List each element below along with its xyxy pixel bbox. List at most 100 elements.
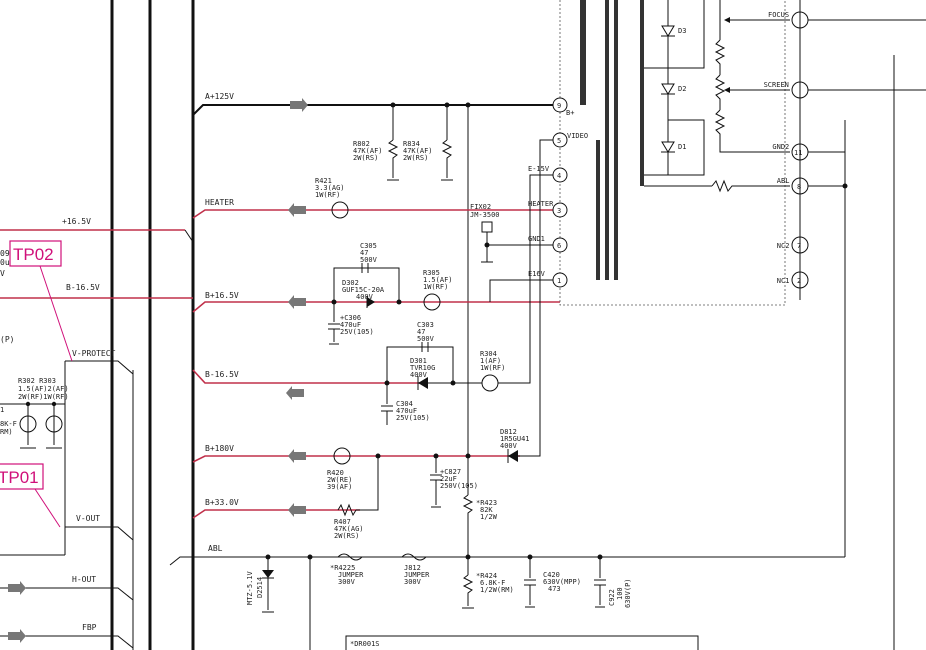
r420-value: 39(AF) bbox=[327, 483, 352, 491]
rail-b180 bbox=[192, 455, 520, 463]
r407-icon bbox=[337, 503, 357, 517]
c303-label: C303 bbox=[417, 321, 434, 329]
d301-volt: 400V bbox=[410, 371, 428, 379]
crt-pin-number: 5 bbox=[557, 137, 561, 145]
tp02-box bbox=[9, 240, 62, 267]
r834-watt: 2W(RS) bbox=[403, 154, 428, 162]
c306-label: +C306 bbox=[340, 314, 361, 322]
diode-icon bbox=[661, 25, 675, 37]
arrow-b16-icon bbox=[288, 295, 306, 309]
vout-label: V-OUT bbox=[76, 514, 100, 523]
c306-volt: 25V(105) bbox=[340, 328, 374, 336]
r802-value: 47K(AF) bbox=[353, 147, 383, 155]
crt-plate-2 bbox=[605, 0, 609, 280]
r304-label: R304 bbox=[480, 350, 497, 358]
j812-label: J812 bbox=[404, 564, 421, 572]
fragment-text-6: RM) bbox=[0, 428, 13, 436]
r305-value: 1.5(AF) bbox=[423, 276, 453, 284]
fuse-resistor-icon bbox=[45, 415, 63, 433]
rail-bm16-label: B-16.5V bbox=[205, 370, 239, 379]
c922-label: C922 bbox=[608, 589, 616, 606]
fragment-text-5: 8K-F bbox=[0, 420, 17, 428]
r304-value: 1(AF) bbox=[480, 357, 501, 365]
crt-plate-3 bbox=[614, 0, 618, 280]
r424-label: *R424 bbox=[476, 572, 497, 580]
hout-label: H-OUT bbox=[72, 575, 96, 584]
connector-pin-number: 11 bbox=[794, 149, 802, 157]
d302-volt: 400V bbox=[356, 293, 374, 301]
j812-volt: 300V bbox=[404, 578, 422, 586]
c827-label: +C827 bbox=[440, 468, 461, 476]
j812-jumper-icon bbox=[401, 553, 427, 561]
r305-icon bbox=[423, 293, 441, 311]
net-vprotect bbox=[65, 360, 134, 375]
arrow-hout-icon bbox=[8, 581, 26, 595]
r407-value: 47K(AG) bbox=[334, 525, 364, 533]
rail-b180-label: B+180V bbox=[205, 444, 234, 453]
crt-plate-4 bbox=[596, 140, 600, 280]
crt-pin-label: HEATER bbox=[528, 200, 554, 208]
r423-value: 82K bbox=[480, 506, 493, 514]
r420-label: R420 bbox=[327, 469, 344, 477]
net-minus16-label: B-16.5V bbox=[66, 283, 100, 292]
tp02-label: TP02 bbox=[13, 245, 54, 264]
r302-watt: 2W(RF)1W(RF) bbox=[18, 393, 69, 401]
crt-pin-4 bbox=[552, 167, 568, 183]
d302-icon bbox=[367, 297, 375, 307]
r802-watt: 2W(RS) bbox=[353, 154, 378, 162]
crt-pin-number: 3 bbox=[557, 207, 561, 215]
resistor-chain-icon bbox=[714, 109, 790, 153]
r421-label: R421 bbox=[315, 177, 332, 185]
net-vout bbox=[65, 526, 134, 541]
r834-value: 47K(AF) bbox=[403, 147, 433, 155]
fix02-label: FIX02 bbox=[470, 203, 491, 211]
d302-value: GUF15C-20A bbox=[342, 286, 385, 294]
r421-value: 3.3(AG) bbox=[315, 184, 345, 192]
crt-pin-9 bbox=[552, 97, 568, 113]
c827-volt: 250V(105) bbox=[440, 482, 478, 490]
diode-icon bbox=[661, 83, 675, 95]
rail-b33 bbox=[192, 509, 360, 519]
zener-label: MTZ-5.1V bbox=[246, 570, 254, 605]
p-label: (P) bbox=[0, 335, 14, 344]
c305-value: 47 bbox=[360, 249, 368, 257]
arrow-fbp-icon bbox=[8, 629, 26, 643]
r802-label: R802 bbox=[353, 140, 370, 148]
crt-pin-number: 4 bbox=[557, 172, 561, 180]
rail-bm16 bbox=[192, 369, 420, 384]
diode-label: D3 bbox=[678, 27, 686, 35]
fragment-text-1: 09 bbox=[0, 249, 10, 258]
r4225-value: JUMPER bbox=[338, 571, 364, 579]
rail-a125 bbox=[192, 104, 560, 116]
r4225-label: *R4225 bbox=[330, 564, 355, 572]
diode-icon bbox=[661, 141, 675, 153]
net-fbp bbox=[0, 635, 134, 649]
c306-value: 470uF bbox=[340, 321, 361, 329]
r407-watt: 2W(RS) bbox=[334, 532, 359, 540]
vprotect-label: V-PROTECT bbox=[72, 349, 116, 358]
rail-b16-label: B+16.5V bbox=[205, 291, 239, 300]
connector-pin-number: 7 bbox=[797, 242, 801, 250]
c305-volt: 500V bbox=[360, 256, 378, 264]
crt-pin-label: E-15V bbox=[528, 165, 550, 173]
r424-icon bbox=[462, 574, 474, 606]
crt-plate-5 bbox=[640, 0, 644, 186]
crt-pin-number: 1 bbox=[557, 277, 561, 285]
zener-value: D2514 bbox=[256, 577, 264, 598]
rail-abl-label: ABL bbox=[208, 544, 223, 553]
r424-value: 6.8K-F bbox=[480, 579, 505, 587]
tp02-leader bbox=[39, 265, 73, 362]
r420-watt: 2W(RE) bbox=[327, 476, 352, 484]
net-hout bbox=[0, 587, 134, 601]
arrow-b33-icon bbox=[288, 503, 306, 517]
diode-label: D2 bbox=[678, 85, 686, 93]
c304-volt: 25V(105) bbox=[396, 414, 430, 422]
r423-label: *R423 bbox=[476, 499, 497, 507]
crt-pin-label: VIDEO bbox=[567, 132, 588, 140]
resistor-chain-icon bbox=[714, 74, 726, 110]
connector-pin-label: SCREEN bbox=[764, 81, 789, 89]
r423-icon bbox=[462, 494, 474, 557]
fbp-label: FBP bbox=[82, 623, 97, 632]
r834-label: R834 bbox=[403, 140, 420, 148]
fix02-icon bbox=[481, 221, 493, 233]
